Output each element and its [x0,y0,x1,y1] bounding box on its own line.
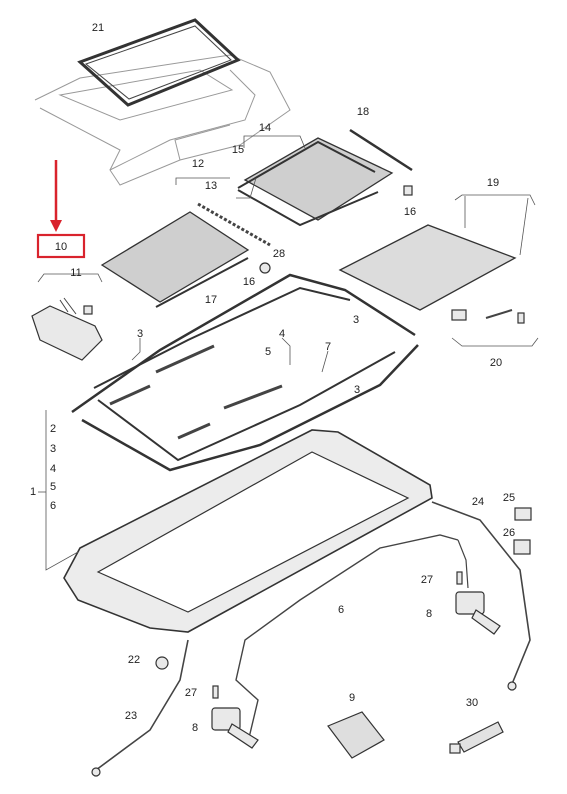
motor-8-b [211,685,259,749]
callout-c3b: 3 [137,328,143,340]
highlight-box-10 [36,233,86,259]
callout-c5: 5 [265,346,271,358]
motor-8-a [455,571,501,635]
callout-c19: 19 [487,177,499,189]
callout-c4b: 4 [50,463,56,475]
highlight-arrowhead [50,220,62,232]
callout-c28: 28 [273,248,285,260]
callout-c24: 24 [472,496,484,508]
highlight-marker [36,160,86,259]
callout-c6b: 6 [338,604,344,616]
clip-25 [514,507,532,521]
callout-c5b: 5 [50,481,56,493]
screw-27-a [456,571,463,585]
roof-seal-21 [77,18,241,107]
callout-c3d: 3 [50,443,56,455]
callout-c10: 10 [55,241,67,253]
callout-c4: 4 [279,328,285,340]
clip-26 [513,539,531,555]
cable-harness-6 [235,534,469,743]
callout-c23: 23 [125,710,137,722]
car-roof-outline [34,54,291,186]
deflector-18 [349,128,413,196]
clip-16-b [259,262,271,274]
callout-c22: 22 [128,654,140,666]
callout-c8b: 8 [192,722,198,734]
callout-c30: 30 [466,697,478,709]
callout-c7: 7 [325,341,331,353]
callout-c2: 2 [50,423,56,435]
callout-c14: 14 [259,122,271,134]
adhesive-tube-30 [449,721,504,754]
callout-c9: 9 [349,692,355,704]
callout-c16a: 16 [404,206,416,218]
callout-c13: 13 [205,180,217,192]
sunshade-19 [338,194,536,311]
fittings-20 [451,309,539,347]
control-unit-9 [327,711,385,759]
callout-c15: 15 [232,144,244,156]
callout-c20: 20 [490,357,502,369]
screw-27-b [212,685,219,699]
callout-c26: 26 [503,527,515,539]
nut-22 [155,656,169,670]
guide-rails [71,273,419,472]
group-brackets [38,135,329,571]
callout-c6a: 6 [50,500,56,512]
glass-panel-14 [237,137,394,227]
callout-c11: 11 [70,267,81,279]
sunroof-frame-1 [63,429,433,670]
callout-c8a: 8 [426,608,432,620]
callout-c25: 25 [503,492,515,504]
callout-c3c: 3 [354,384,360,396]
drain-hoses [91,501,532,777]
callout-c27a: 27 [421,574,433,586]
clip-16 [403,185,413,196]
callout-c21: 21 [92,22,104,34]
callout-c27b: 27 [185,687,197,699]
wind-deflector-10 [31,273,103,361]
callout-c17: 17 [205,294,217,306]
callout-c3a: 3 [353,314,359,326]
callout-c18: 18 [357,106,369,118]
glass-panel-12 [100,202,271,308]
callout-c12: 12 [192,158,204,170]
callout-c1: 1 [30,486,36,498]
callout-c16b: 16 [243,276,255,288]
